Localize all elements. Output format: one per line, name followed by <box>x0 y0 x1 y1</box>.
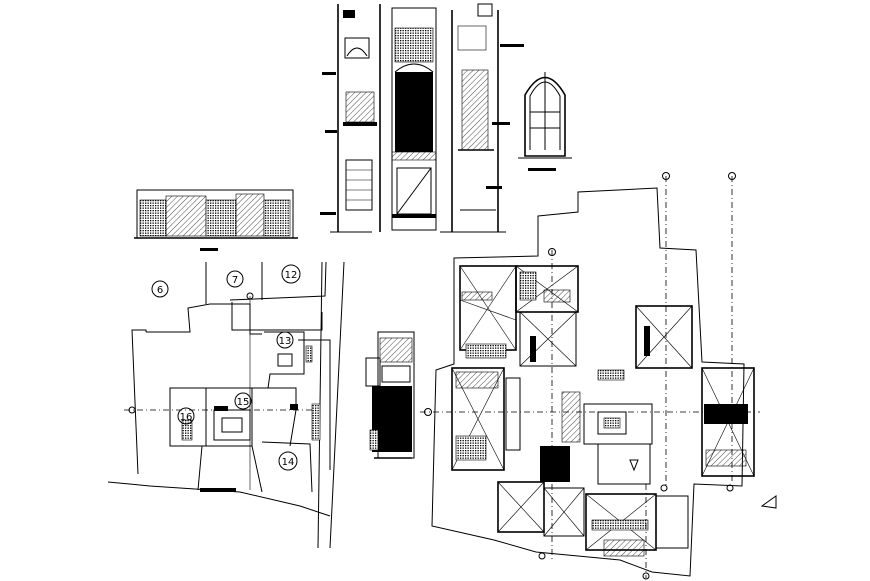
front-elevation-strip <box>134 189 298 251</box>
cross-section-drawing <box>440 3 524 233</box>
plot-number-7: 7 <box>226 270 244 288</box>
plot-number-6: 6 <box>151 280 169 298</box>
arched-window-detail <box>518 72 572 171</box>
plot-number-12: 12 <box>281 264 301 284</box>
main-floor-plan <box>420 172 760 580</box>
svg-text:6: 6 <box>157 285 163 296</box>
plot-number-14: 14 <box>278 451 298 471</box>
svg-text:15: 15 <box>237 397 250 408</box>
plot-number-15: 15 <box>234 392 252 410</box>
svg-text:14: 14 <box>282 457 295 468</box>
site-plan: 6 7 12 13 15 16 14 <box>107 261 345 549</box>
staircase-section-drawing <box>320 4 381 233</box>
svg-text:7: 7 <box>232 275 238 286</box>
facade-elevation-drawing <box>391 7 437 231</box>
plot-number-13: 13 <box>276 331 294 349</box>
svg-text:13: 13 <box>279 336 292 347</box>
north-arrow-icon <box>760 495 777 509</box>
svg-text:16: 16 <box>180 412 193 423</box>
plot-number-16: 16 <box>177 407 195 425</box>
svg-text:12: 12 <box>285 270 298 281</box>
small-floor-plan <box>365 331 415 459</box>
